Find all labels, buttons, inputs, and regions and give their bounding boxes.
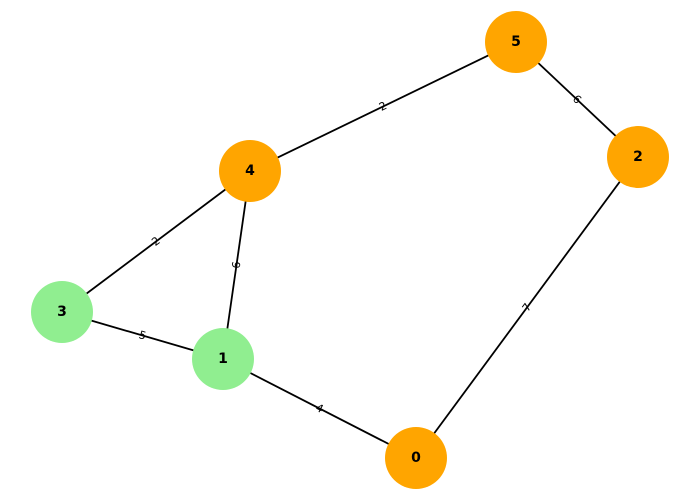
edge-0-2 xyxy=(415,156,639,459)
edge-1-4 xyxy=(222,170,251,360)
edge-3-4 xyxy=(61,170,251,313)
node-5 xyxy=(485,11,547,73)
edge-weight-3-1: 5 xyxy=(137,328,147,342)
node-1 xyxy=(192,328,254,390)
edge-weight-0-2: 7 xyxy=(520,301,535,314)
edge-weight-4-5: 2 xyxy=(377,99,389,114)
node-label-1: 1 xyxy=(218,351,228,367)
node-4 xyxy=(219,140,281,202)
edge-4-5 xyxy=(249,41,517,172)
node-2 xyxy=(607,126,669,188)
node-0 xyxy=(385,427,447,489)
edge-weight-3-4: 2 xyxy=(149,234,162,249)
node-3 xyxy=(31,281,93,343)
node-label-4: 4 xyxy=(245,163,255,179)
node-label-5: 5 xyxy=(511,34,521,50)
node-label-0: 0 xyxy=(411,450,421,466)
node-label-2: 2 xyxy=(633,149,643,165)
edge-1-0 xyxy=(222,358,417,459)
edge-weight-1-4: 6 xyxy=(230,261,244,270)
node-label-3: 3 xyxy=(57,304,67,320)
edge-weight-1-0: 4 xyxy=(313,401,325,416)
